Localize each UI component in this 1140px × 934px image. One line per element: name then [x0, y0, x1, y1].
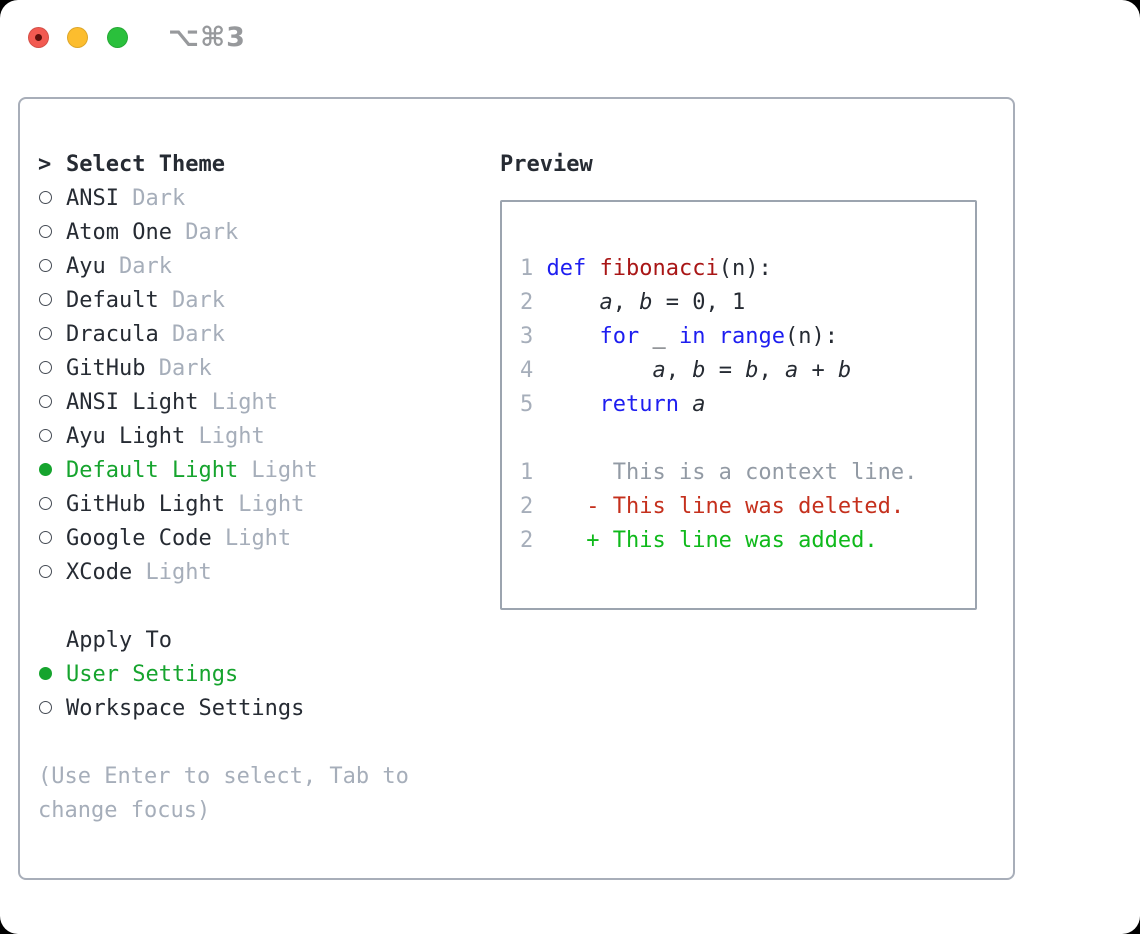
radio-icon — [38, 216, 66, 250]
blank-line — [520, 422, 957, 456]
theme-option[interactable]: Ayu Dark — [38, 250, 478, 284]
theme-option[interactable]: GitHub Dark — [38, 352, 478, 386]
help-text: (Use Enter to select, Tab to change focu… — [38, 764, 409, 823]
theme-option[interactable]: XCode Light — [38, 556, 478, 590]
theme-list: ANSI Dark Atom One Dark Ayu Dark Default… — [38, 182, 478, 590]
code-line: 2 a, b = 0, 1 — [520, 290, 746, 315]
preview-box: 1 def fibonacci(n): 2 a, b = 0, 1 3 for _ … — [500, 200, 977, 610]
theme-option[interactable]: Ayu Light Light — [38, 420, 478, 454]
radio-icon — [38, 318, 66, 352]
theme-option[interactable]: GitHub Light Light — [38, 488, 478, 522]
radio-icon — [38, 284, 66, 318]
radio-icon — [38, 420, 66, 454]
radio-icon — [38, 692, 66, 726]
radio-icon — [38, 556, 66, 590]
minimize-button-icon[interactable] — [67, 27, 88, 48]
theme-option[interactable]: Atom One Dark — [38, 216, 478, 250]
theme-list-column: > Select Theme ANSI Dark Atom One Dark Ay… — [38, 148, 478, 828]
apply-to-list: User Settings Workspace Settings — [38, 658, 478, 726]
code-line: 3 for _ in range(n): — [520, 324, 838, 349]
spacer — [38, 590, 478, 624]
select-theme-title: Select Theme — [66, 152, 225, 177]
theme-option[interactable]: Default Light Light — [38, 454, 478, 488]
apply-to-option[interactable]: Workspace Settings — [38, 692, 478, 726]
code-line: 5 return a — [520, 392, 706, 417]
diff-line-deleted: 2 - This line was deleted. — [520, 494, 905, 519]
radio-icon — [38, 454, 66, 488]
diff-preview: 1 This is a context line. 2 - This line w… — [520, 456, 957, 558]
radio-icon — [38, 488, 66, 522]
theme-selector-panel: > Select Theme ANSI Dark Atom One Dark Ay… — [18, 97, 1015, 880]
radio-icon — [38, 250, 66, 284]
apply-to-option[interactable]: User Settings — [38, 658, 478, 692]
code-line: 4 a, b = b, a + b — [520, 358, 852, 383]
radio-icon — [38, 386, 66, 420]
apply-to-title: Apply To — [66, 628, 172, 653]
select-theme-header: > Select Theme — [38, 148, 478, 182]
close-button-icon[interactable] — [28, 27, 49, 48]
radio-icon — [38, 522, 66, 556]
preview-title: Preview — [500, 152, 593, 177]
code-line: 1 def fibonacci(n): — [520, 256, 772, 281]
titlebar: ⌥⌘3 — [0, 0, 1140, 72]
spacer — [38, 726, 478, 760]
theme-option[interactable]: ANSI Dark — [38, 182, 478, 216]
theme-option[interactable]: Default Dark — [38, 284, 478, 318]
theme-option[interactable]: Dracula Dark — [38, 318, 478, 352]
zoom-button-icon[interactable] — [107, 27, 128, 48]
diff-line-context: 1 This is a context line. — [520, 460, 918, 485]
code-preview: 1 def fibonacci(n): 2 a, b = 0, 1 3 for _ … — [520, 252, 957, 422]
theme-option[interactable]: ANSI Light Light — [38, 386, 478, 420]
radio-icon — [38, 352, 66, 386]
prompt-icon: > — [38, 152, 52, 177]
radio-icon — [38, 182, 66, 216]
diff-line-added: 2 + This line was added. — [520, 528, 878, 553]
keyboard-shortcut-label: ⌥⌘3 — [168, 22, 246, 53]
radio-icon — [38, 658, 66, 692]
preview-column: Preview 1 def fibonacci(n): 2 a, b = 0, 1… — [500, 148, 995, 610]
apply-to-header: Apply To — [38, 624, 478, 658]
theme-option[interactable]: Google Code Light — [38, 522, 478, 556]
